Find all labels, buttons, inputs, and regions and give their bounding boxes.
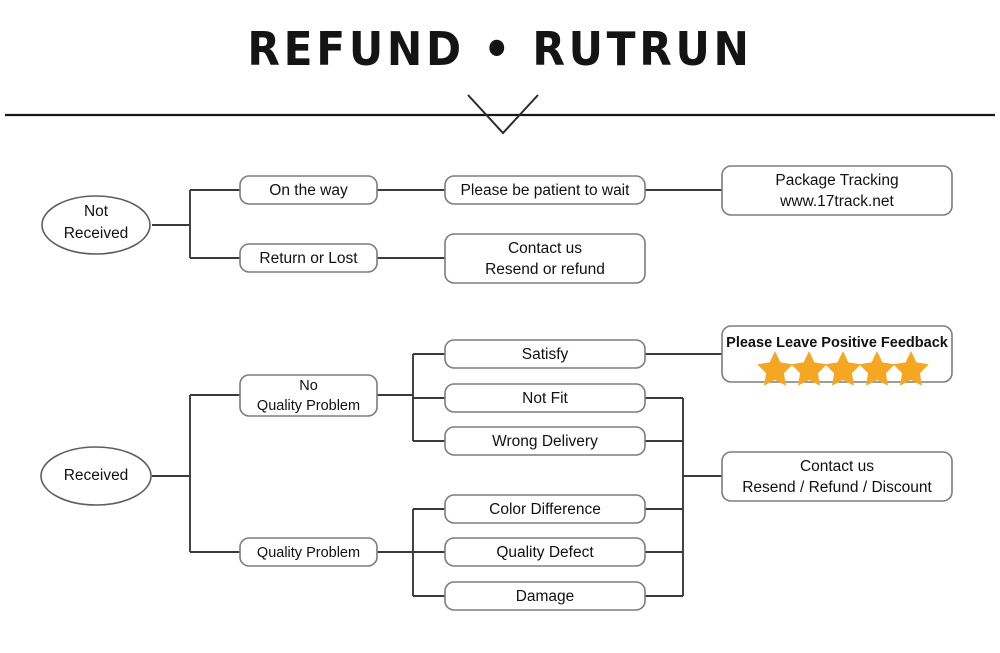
node-not-fit-label: Not Fit <box>522 390 568 407</box>
node-contact-us-line2: Resend or refund <box>485 261 605 278</box>
star-icon <box>893 351 929 386</box>
node-satisfy-label: Satisfy <box>522 346 569 363</box>
node-on-the-way[interactable]: On the way <box>239 175 378 205</box>
node-please-wait-label: Please be patient to wait <box>461 182 631 199</box>
node-return-or-lost-label: Return or Lost <box>259 250 358 267</box>
box-shape <box>239 243 378 273</box>
node-satisfy[interactable]: Satisfy <box>444 339 646 369</box>
box-shape <box>444 383 646 413</box>
box-shape <box>444 581 646 611</box>
box-shape <box>721 165 953 216</box>
branch-not-received: Not Received On the way Please be patien… <box>41 165 953 284</box>
node-quality-problem-label: Quality Problem <box>257 545 360 561</box>
star-icon <box>825 351 861 386</box>
node-no-quality-problem-line1: No <box>299 378 318 394</box>
node-received[interactable]: Received <box>40 446 152 506</box>
box-shape <box>239 374 378 417</box>
box-shape <box>239 537 378 567</box>
box-shape <box>444 494 646 524</box>
node-package-tracking-line1: Package Tracking <box>775 172 898 189</box>
node-quality-problem[interactable]: Quality Problem <box>239 537 378 567</box>
box-shape <box>721 451 953 502</box>
node-return-or-lost[interactable]: Return or Lost <box>239 243 378 273</box>
page-title: REFUND • RUTRUN <box>247 22 753 76</box>
node-on-the-way-label: On the way <box>269 182 348 199</box>
node-color-difference[interactable]: Color Difference <box>444 494 646 524</box>
node-quality-defect[interactable]: Quality Defect <box>444 537 646 567</box>
node-damage-label: Damage <box>516 588 575 605</box>
node-not-received[interactable]: Not Received <box>41 195 151 255</box>
star-rating[interactable] <box>757 351 929 386</box>
node-quality-defect-label: Quality Defect <box>496 544 594 561</box>
node-color-difference-label: Color Difference <box>489 501 601 518</box>
ellipse-shape <box>40 446 152 506</box>
box-shape <box>444 175 646 205</box>
node-contact-us-line1: Contact us <box>508 240 582 257</box>
box-shape <box>239 175 378 205</box>
ellipse-shape <box>41 195 151 255</box>
branch-received: Received No Quality Problem Quality Prob… <box>40 325 953 611</box>
star-icon <box>859 351 895 386</box>
node-contact-us-resend-refund-discount[interactable]: Contact us Resend / Refund / Discount <box>721 451 953 502</box>
box-shape <box>444 426 646 456</box>
node-not-received-line1: Not <box>84 203 109 220</box>
node-received-label: Received <box>64 467 129 484</box>
star-icon <box>791 351 827 386</box>
box-shape <box>444 537 646 567</box>
node-contact-us-resend-refund[interactable]: Contact us Resend or refund <box>444 233 646 284</box>
node-no-quality-problem-line2: Quality Problem <box>257 398 360 414</box>
node-wrong-delivery-label: Wrong Delivery <box>492 433 598 450</box>
node-package-tracking-line2: www.17track.net <box>779 193 894 210</box>
node-positive-feedback-label: Please Leave Positive Feedback <box>726 335 949 351</box>
node-contact-us-discount-line2: Resend / Refund / Discount <box>742 479 932 496</box>
node-please-be-patient-to-wait[interactable]: Please be patient to wait <box>444 175 646 205</box>
node-positive-feedback[interactable]: Please Leave Positive Feedback <box>721 325 953 386</box>
node-package-tracking[interactable]: Package Tracking www.17track.net <box>721 165 953 216</box>
star-icon <box>757 351 793 386</box>
node-wrong-delivery[interactable]: Wrong Delivery <box>444 426 646 456</box>
node-no-quality-problem[interactable]: No Quality Problem <box>239 374 378 417</box>
box-shape <box>444 233 646 284</box>
node-damage[interactable]: Damage <box>444 581 646 611</box>
node-contact-us-discount-line1: Contact us <box>800 458 874 475</box>
chevron-down-icon <box>467 94 539 135</box>
box-shape <box>444 339 646 369</box>
node-not-fit[interactable]: Not Fit <box>444 383 646 413</box>
node-not-received-line2: Received <box>64 225 129 242</box>
